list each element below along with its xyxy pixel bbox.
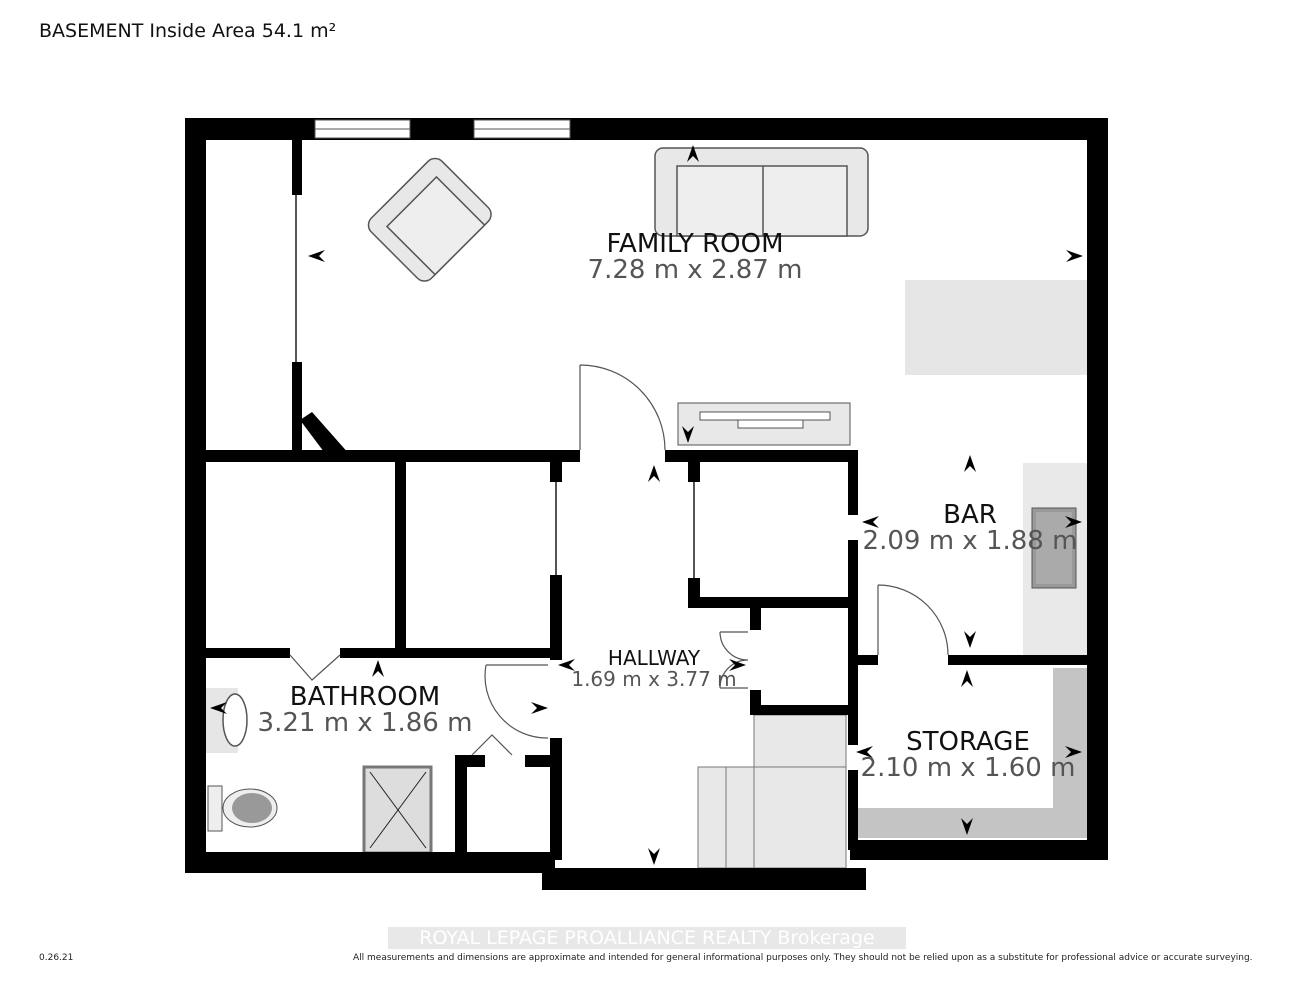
room-dims: 2.10 m x 1.60 m [860,753,1076,783]
kitchen-counter [905,280,1087,375]
sofa [654,147,869,237]
room-dims: 3.21 m x 1.86 m [257,708,473,738]
room-dims: 7.28 m x 2.87 m [587,255,803,285]
stairs [697,714,847,869]
sink-icon [222,693,248,747]
shower-icon [362,765,433,855]
room-storage: STORAGE 2.10 m x 1.60 m [861,727,1076,783]
plan-title: BASEMENT Inside Area 54.1 m² [39,20,337,42]
room-bar: BAR 2.09 m x 1.88 m [863,500,1078,556]
room-bathroom: BATHROOM 3.21 m x 1.86 m [258,682,473,738]
room-hallway: HALLWAY 1.69 m x 3.77 m [571,646,736,691]
disclaimer: All measurements and dimensions are appr… [353,953,1253,963]
room-name: STORAGE [906,727,1030,757]
room-dims: 1.69 m x 3.77 m [571,667,737,691]
room-name: BATHROOM [289,682,441,712]
tv-console [677,402,851,446]
room-name: FAMILY ROOM [606,229,784,259]
brokerage-watermark: ROYAL LEPAGE PROALLIANCE REALTY Brokerag… [388,927,906,949]
windows [314,119,571,139]
armchair [367,157,492,282]
room-dims: 2.09 m x 1.88 m [862,526,1078,556]
room-name: BAR [943,500,997,530]
toilet-icon [207,785,278,832]
doors [289,195,949,756]
room-name: HALLWAY [607,646,701,670]
walls [185,118,1108,890]
room-family-room: FAMILY ROOM 7.28 m x 2.87 m [588,229,803,285]
version-label: 0.26.21 [39,953,74,963]
dimension-arrows [210,145,1083,865]
